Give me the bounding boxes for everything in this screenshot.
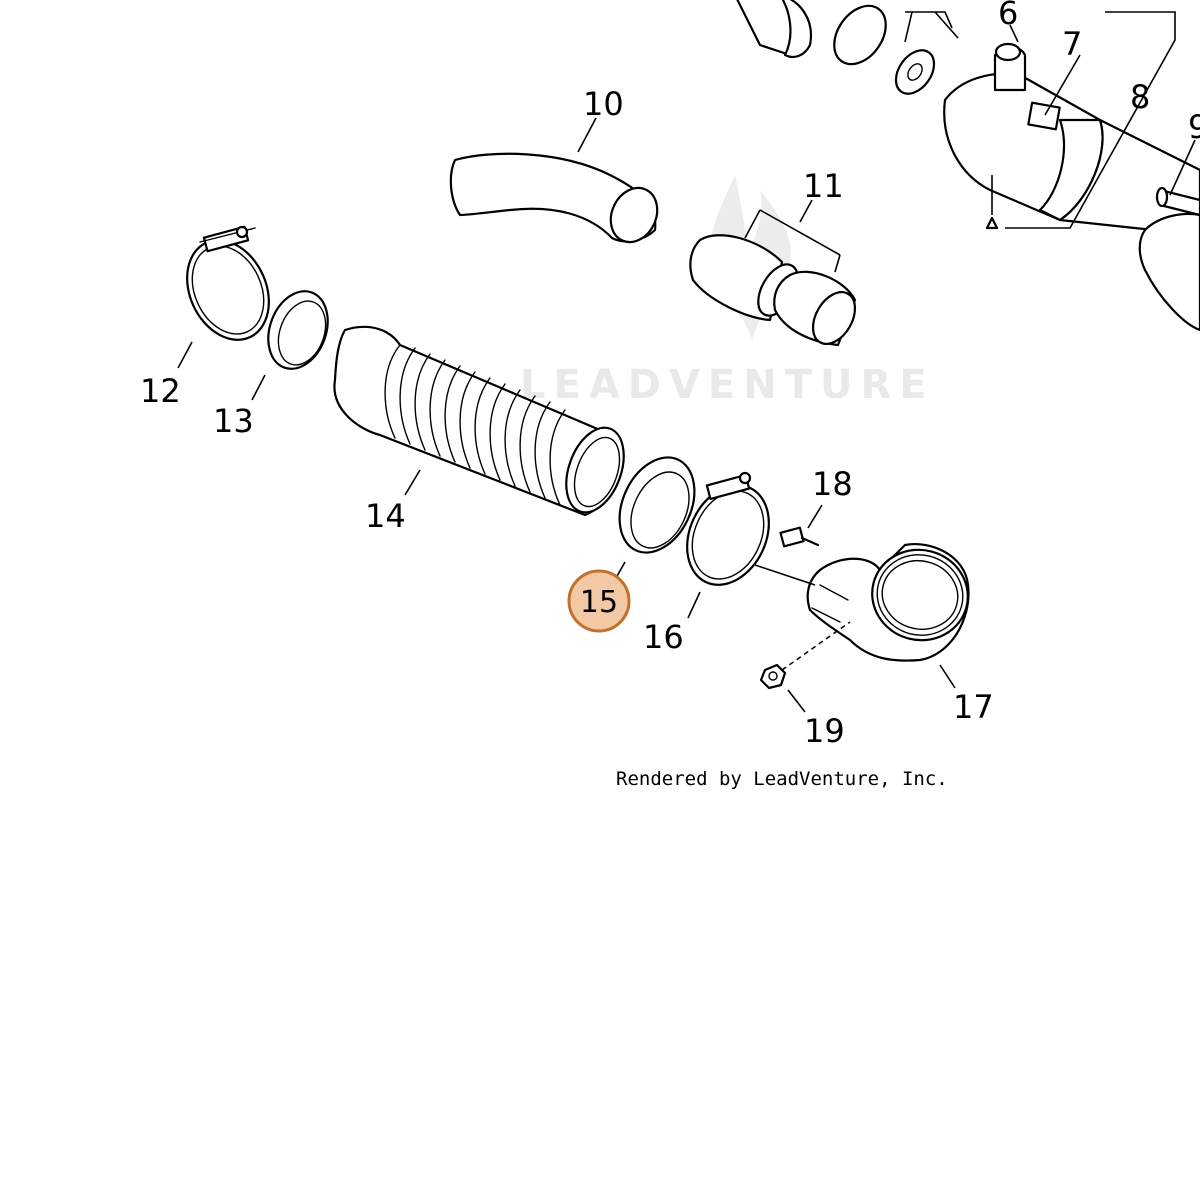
part-19-nut	[759, 621, 851, 713]
part-10-curved-hose	[449, 117, 659, 244]
part-11-sleeves	[689, 199, 857, 347]
part-18-bolt	[779, 504, 823, 548]
callout-15-highlight[interactable]: 15	[567, 569, 631, 633]
part-12-clamp	[177, 225, 270, 369]
callout-7: 7	[1062, 25, 1082, 63]
callout-15[interactable]: 15	[580, 585, 618, 620]
callout-18: 18	[812, 465, 853, 503]
callout-6: 6	[998, 0, 1018, 32]
callout-19: 19	[804, 712, 845, 750]
part-17-elbow	[754, 542, 970, 689]
highlight-circle[interactable]	[567, 569, 631, 633]
callout-9: 9	[1188, 108, 1200, 146]
watermark-text: LEADVENTURE	[520, 362, 935, 408]
part-14-bellows	[333, 325, 625, 517]
callout-8: 8	[1130, 78, 1150, 116]
callouts: 6 7 8 9 10 11 12 13 14 15 16 17 18 19	[140, 0, 1200, 750]
callout-12: 12	[140, 372, 181, 410]
part-16-clamp	[686, 471, 770, 619]
callout-16: 16	[643, 618, 684, 656]
part-15-ring	[611, 456, 696, 586]
callout-17: 17	[953, 688, 994, 726]
callout-10: 10	[583, 85, 624, 123]
callout-11: 11	[803, 167, 844, 205]
top-assembly	[736, 0, 1200, 332]
callout-14: 14	[365, 497, 406, 535]
callout-13: 13	[213, 402, 254, 440]
part-13-ring	[251, 290, 329, 401]
credit-text: Rendered by LeadVenture, Inc.	[616, 768, 948, 790]
